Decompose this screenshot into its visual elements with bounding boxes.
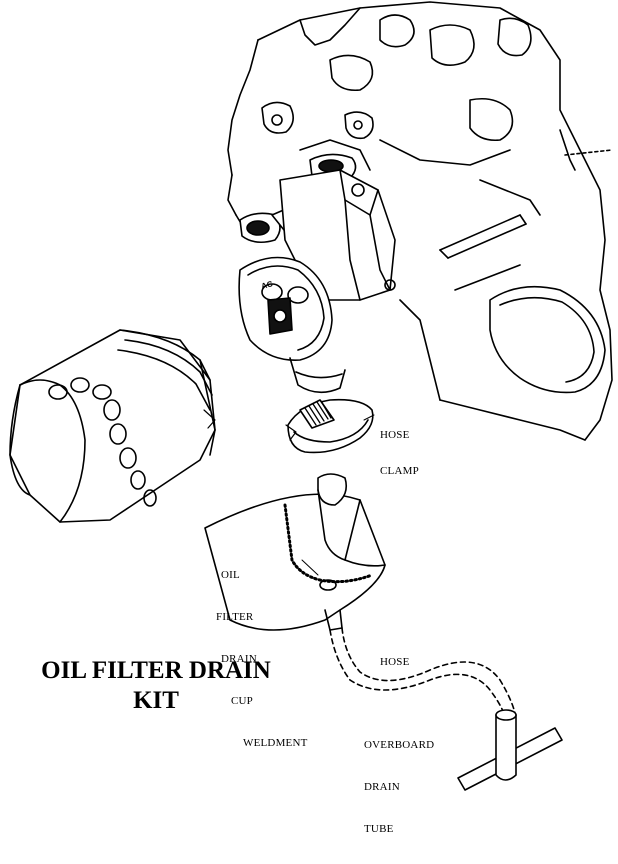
diagram-title-line2: KIT (133, 687, 179, 714)
diagram-canvas: AC HOSE CLAMP OIL FILTER DRAIN CUP WELDM… (9, 1, 613, 835)
label-overboard-line1: OVERBOARD (364, 739, 435, 751)
label-hose: HOSE (380, 656, 410, 668)
label-hose-clamp-line2: CLAMP (380, 465, 419, 477)
exploded-view-drawing: AC (9, 1, 613, 791)
drain-hose (329, 627, 517, 721)
label-overboard-tube: OVERBOARD DRAIN TUBE (364, 710, 434, 864)
leader-lines (301, 414, 375, 576)
adapter-stamp: AC (260, 279, 274, 291)
diagram-title: OIL FILTER DRAIN KIT (11, 656, 301, 716)
engine-accessory-case (227, 1, 613, 441)
label-hose-clamp: HOSE CLAMP (380, 405, 419, 501)
diagram-title-line1: OIL FILTER DRAIN (41, 657, 271, 684)
overboard-drain-tube (457, 709, 563, 791)
label-drain-cup-line4: CUP (231, 695, 253, 707)
label-overboard-line3: TUBE (364, 823, 394, 835)
label-drain-cup-line5: WELDMENT (243, 737, 308, 749)
hose-clamp (285, 398, 374, 454)
label-drain-cup-line1: OIL (221, 569, 240, 581)
oil-filter (9, 329, 216, 523)
drain-cup-weldment (204, 473, 386, 631)
label-drain-cup-line2: FILTER (216, 611, 254, 623)
label-drain-cup-line3: DRAIN (221, 653, 257, 665)
oil-filter-adapter (238, 153, 396, 394)
label-drain-cup: OIL FILTER DRAIN CUP WELDMENT (213, 540, 308, 778)
label-hose-clamp-line1: HOSE (380, 429, 410, 441)
label-overboard-line2: DRAIN (364, 781, 400, 793)
